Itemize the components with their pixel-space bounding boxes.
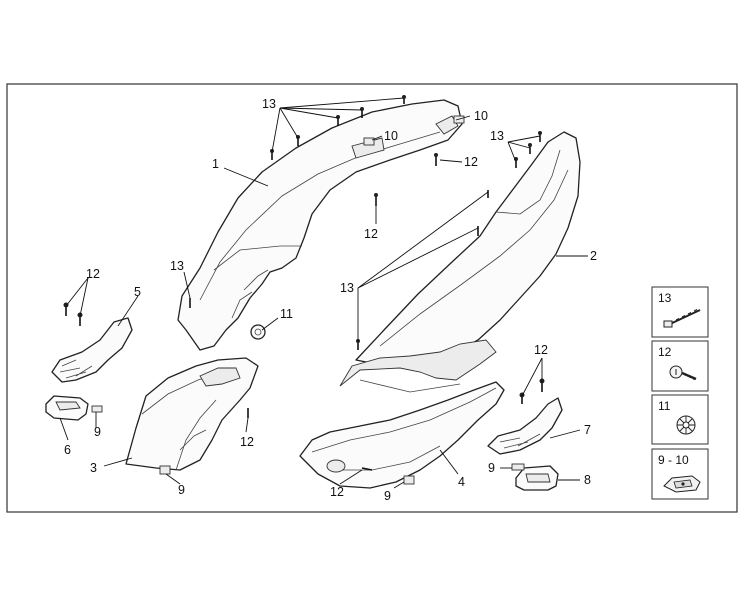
callout-12-left: 12 (86, 267, 100, 281)
part-1-left-side-panel (177, 99, 463, 351)
callout-9-bottom: 9 (384, 489, 391, 503)
legend-item-9-10: 9 - 10 (651, 448, 709, 500)
diagram-frame (6, 83, 738, 513)
fastener-screws (63, 95, 545, 471)
long-screw-icon (663, 309, 701, 328)
callout-8: 8 (584, 473, 591, 487)
callout-10-top: 10 (474, 109, 488, 123)
callout-2: 2 (590, 249, 597, 263)
legend-item-13: 13 (651, 286, 709, 338)
callout-13-mid: 13 (340, 281, 354, 295)
legend: 13 12 11 (651, 286, 709, 500)
callout-9-left: 9 (94, 425, 101, 439)
callout-4: 4 (458, 475, 465, 489)
part-6-left-footrest-plate (45, 395, 89, 421)
callout-labels: 13 10 10 12 1 12 13 2 13 13 12 5 11 9 6 … (64, 97, 597, 503)
clip-nut-icon (663, 475, 701, 493)
part-5-left-footrest-bracket (51, 317, 133, 383)
callout-9-right: 9 (488, 461, 495, 475)
callout-6: 6 (64, 443, 71, 457)
part-7-right-footrest-bracket (487, 397, 563, 455)
callout-1: 1 (212, 157, 219, 171)
callout-7: 7 (584, 423, 591, 437)
part-4-lower-right-panel (299, 381, 505, 489)
callout-12-right: 12 (534, 343, 548, 357)
legend-item-12: 12 (651, 340, 709, 392)
callout-9-mid: 9 (178, 483, 185, 497)
callout-12-center: 12 (364, 227, 378, 241)
legend-item-11: 11 (651, 394, 709, 445)
callout-12-bottom: 12 (330, 485, 344, 499)
callout-13-top: 13 (262, 97, 276, 111)
part-2-right-side-panel (339, 131, 581, 393)
callout-12-top: 12 (464, 155, 478, 169)
svg-text:9 - 10: 9 - 10 (658, 453, 689, 467)
svg-text:12: 12 (658, 345, 672, 359)
leader-lines (59, 97, 588, 489)
callout-5: 5 (134, 285, 141, 299)
part-8-right-footrest-plate (515, 465, 559, 491)
callout-12-low: 12 (240, 435, 254, 449)
callout-13-right: 13 (490, 129, 504, 143)
callout-3: 3 (90, 461, 97, 475)
callout-13-left: 13 (170, 259, 184, 273)
svg-text:11: 11 (658, 399, 671, 413)
short-screw-icon (669, 365, 697, 381)
part-3-lower-left-panel (125, 357, 259, 471)
star-washer-icon (676, 415, 696, 435)
callout-10-inner: 10 (384, 129, 398, 143)
svg-text:13: 13 (658, 291, 672, 305)
callout-11: 11 (280, 307, 293, 321)
